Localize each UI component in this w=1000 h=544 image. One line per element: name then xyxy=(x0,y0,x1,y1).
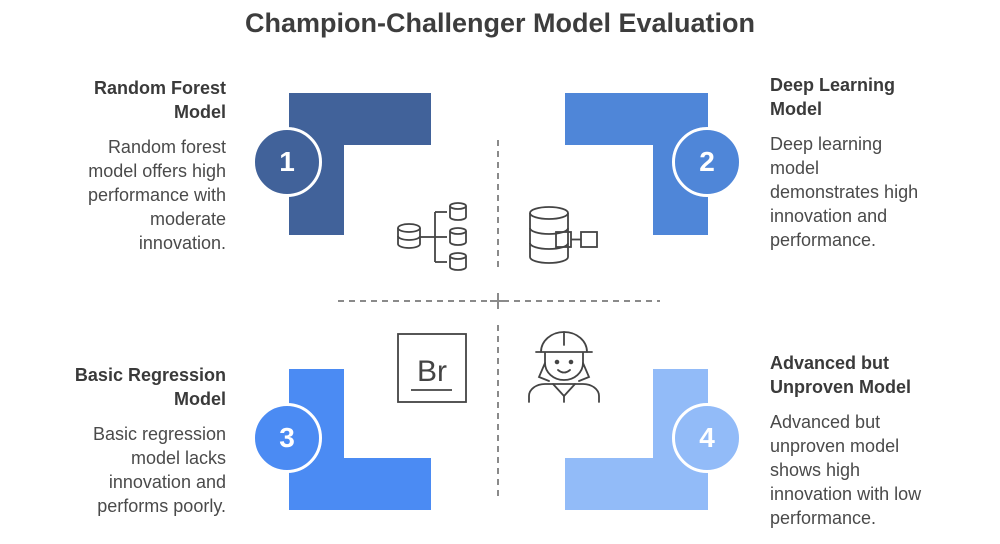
quadrant-3-title: Basic Regression Model xyxy=(74,365,226,409)
quadrant-4-number-badge: 4 xyxy=(672,403,742,473)
quadrant-3-bracket xyxy=(289,369,431,510)
worker-hardhat-icon xyxy=(528,331,600,403)
quadrant-2-title: Deep Learning Model xyxy=(770,75,896,119)
quadrant-2-description: Deep learning model demonstrates high in… xyxy=(770,134,919,250)
quadrant-1-title: Random Forest Model xyxy=(93,78,226,122)
bromine-element-symbol: Br xyxy=(417,355,447,388)
bromine-element-icon xyxy=(397,333,467,403)
quadrant-2-number-badge: 2 xyxy=(672,127,742,197)
quadrant-1-number-badge: 1 xyxy=(252,127,322,197)
quadrant-2-bracket xyxy=(565,93,708,235)
quadrant-4-bracket xyxy=(565,369,708,510)
quadrant-4-title: Advanced but Unproven Model xyxy=(770,353,912,397)
quadrant-1-bracket xyxy=(289,93,431,235)
quadrant-3-description: Basic regression model lacks innovation … xyxy=(92,424,226,516)
quadrant-1-description: Random forest model offers high performa… xyxy=(87,137,226,253)
database-hierarchy-icon xyxy=(397,202,467,271)
database-connection-icon xyxy=(529,206,598,264)
quadrant-3-number-badge: 3 xyxy=(252,403,322,473)
page-title: Champion-Challenger Model Evaluation xyxy=(244,8,756,38)
quadrant-4-description: Advanced but unproven model shows high i… xyxy=(770,412,922,528)
